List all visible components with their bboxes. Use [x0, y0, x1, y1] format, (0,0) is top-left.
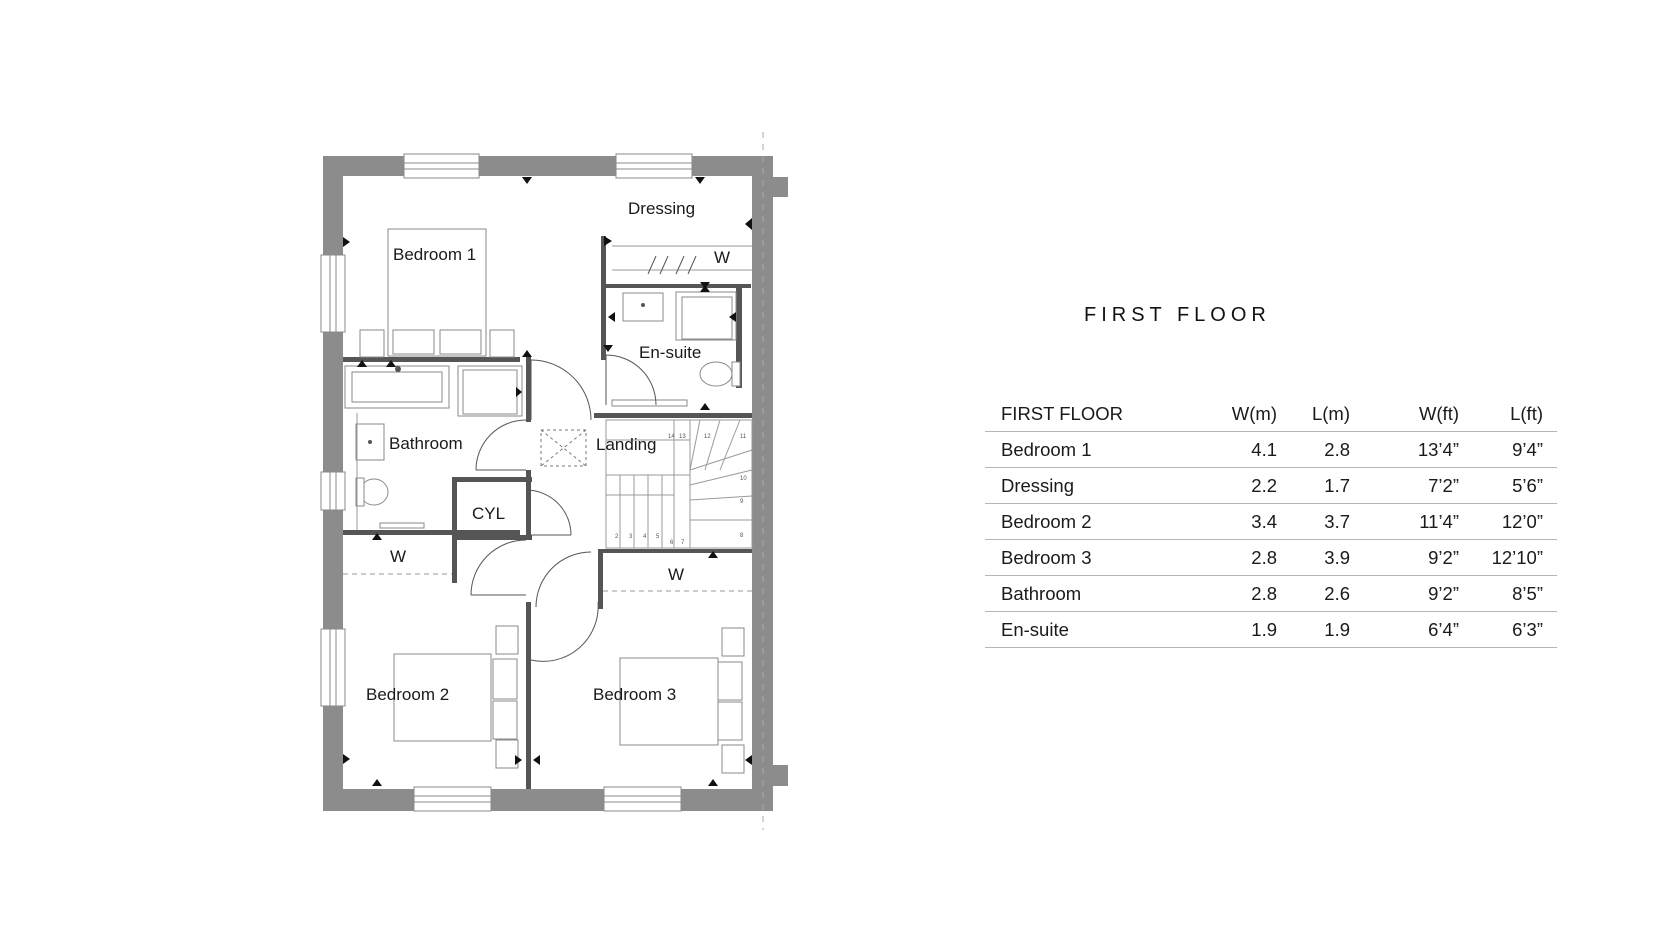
table-row: Bedroom 1 4.1 2.8 13’4” 9’4”	[985, 431, 1557, 468]
bathroom-fixtures	[344, 365, 523, 530]
room-dimensions-table: FIRST FLOOR W(m) L(m) W(ft) L(ft) Bedroo…	[985, 397, 1557, 648]
width-ft: 9’2”	[1350, 539, 1459, 576]
ensuite-fixtures	[611, 291, 741, 407]
stair-number: 7	[681, 540, 685, 546]
stair-numbers: 14 13 12 11 10 9 8 7 6 5 4 3 2	[615, 434, 747, 546]
bedroom3-bed	[619, 627, 745, 774]
room-name: Dressing	[985, 467, 1196, 504]
room-name: Bedroom 1	[985, 431, 1196, 468]
length-ft: 12’0”	[1459, 503, 1557, 540]
length-m: 2.8	[1277, 431, 1350, 468]
width-m: 3.4	[1196, 503, 1277, 540]
length-ft: 12’10”	[1459, 539, 1557, 576]
length-m: 1.7	[1277, 467, 1350, 504]
length-ft: 6’3”	[1459, 611, 1557, 648]
dressing-wardrobe	[612, 245, 752, 275]
floor-heading: FIRST FLOOR	[1084, 304, 1271, 326]
length-ft: 5’6”	[1459, 467, 1557, 504]
wardrobe-mark: W	[668, 565, 684, 584]
wardrobe-mark: W	[390, 547, 406, 566]
stair-number: 5	[656, 534, 660, 540]
room-label-bedroom1: Bedroom 1	[393, 245, 476, 264]
dimension-arrows	[343, 177, 752, 786]
width-m: 1.9	[1196, 611, 1277, 648]
room-name: En-suite	[985, 611, 1196, 648]
column-header: W(m)	[1231, 403, 1277, 424]
stair-number: 14	[668, 434, 675, 440]
doors	[470, 354, 657, 662]
loft-hatch	[540, 429, 587, 467]
table-header-row: FIRST FLOOR W(m) L(m) W(ft) L(ft)	[985, 397, 1557, 432]
stair-number: 6	[670, 540, 674, 546]
staircase	[605, 419, 753, 549]
room-label-cyl: CYL	[472, 504, 505, 523]
table-row: Bedroom 2 3.4 3.7 11’4” 12’0”	[985, 503, 1557, 540]
room-label-bathroom: Bathroom	[389, 434, 463, 453]
bedroom1-bed	[359, 228, 515, 358]
stair-number: 12	[704, 434, 711, 440]
stair-number: 11	[740, 434, 747, 440]
column-header: W(ft)	[1418, 403, 1459, 424]
table-row: Bedroom 3 2.8 3.9 9’2” 12’10”	[985, 539, 1557, 576]
width-m: 4.1	[1196, 431, 1277, 468]
stair-number: 10	[740, 476, 747, 482]
wardrobe-mark: W	[714, 248, 730, 267]
table-row: Dressing 2.2 1.7 7’2” 5’6”	[985, 467, 1557, 504]
stair-number: 9	[740, 499, 744, 505]
length-m: 2.6	[1277, 575, 1350, 612]
column-header: L(m)	[1311, 403, 1350, 424]
windows	[320, 153, 693, 812]
length-m: 3.9	[1277, 539, 1350, 576]
room-name: Bedroom 3	[985, 539, 1196, 576]
column-header: FIRST FLOOR	[1001, 403, 1123, 424]
width-ft: 11’4”	[1350, 503, 1459, 540]
internal-walls	[343, 236, 752, 789]
length-m: 3.7	[1277, 503, 1350, 540]
room-label-dressing: Dressing	[628, 199, 695, 218]
width-m: 2.8	[1196, 575, 1277, 612]
length-m: 1.9	[1277, 611, 1350, 648]
room-name: Bathroom	[985, 575, 1196, 612]
width-ft: 9’2”	[1350, 575, 1459, 612]
width-m: 2.8	[1196, 539, 1277, 576]
room-label-bedroom3: Bedroom 3	[593, 685, 676, 704]
room-label-ensuite: En-suite	[639, 343, 701, 362]
width-ft: 13’4”	[1350, 431, 1459, 468]
floor-plan: 14 13 12 11 10 9 8 7 6 5 4 3 2 Bedroom 1…	[320, 132, 788, 830]
room-label-bedroom2: Bedroom 2	[366, 685, 449, 704]
stair-number: 3	[629, 534, 633, 540]
room-name: Bedroom 2	[985, 503, 1196, 540]
length-ft: 9’4”	[1459, 431, 1557, 468]
width-m: 2.2	[1196, 467, 1277, 504]
stair-number: 13	[679, 434, 686, 440]
bedroom2-bed	[393, 625, 519, 769]
room-label-landing: Landing	[596, 435, 657, 454]
width-ft: 7’2”	[1350, 467, 1459, 504]
column-header: L(ft)	[1510, 403, 1543, 424]
stair-number: 8	[740, 533, 744, 539]
stair-number: 2	[615, 534, 619, 540]
width-ft: 6’4”	[1350, 611, 1459, 648]
table-row: En-suite 1.9 1.9 6’4” 6’3”	[985, 611, 1557, 648]
length-ft: 8’5”	[1459, 575, 1557, 612]
stair-number: 4	[643, 534, 647, 540]
table-row: Bathroom 2.8 2.6 9’2” 8’5”	[985, 575, 1557, 612]
